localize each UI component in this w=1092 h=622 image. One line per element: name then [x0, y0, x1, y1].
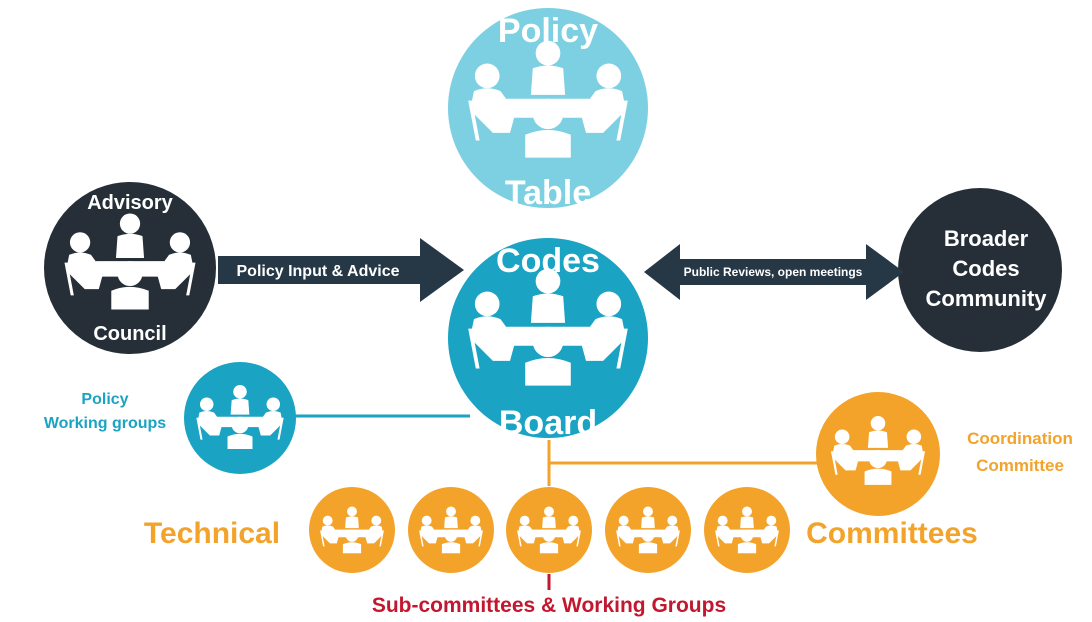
codes-board-top-label: Codes [496, 242, 600, 280]
public-reviews-label: Public Reviews, open meetings [684, 265, 863, 279]
advisory-council-node: Advisory Council [44, 182, 216, 354]
policy-table-bottom-label: Table [505, 174, 591, 212]
technical-committee-circle [506, 487, 592, 573]
broader-community-line1: Broader [944, 226, 1029, 251]
policy-table-top-label: Policy [498, 12, 598, 50]
broader-community-line2: Codes [952, 256, 1019, 281]
technical-committee-circle [704, 487, 790, 573]
technical-committees-row [309, 487, 790, 573]
policy-working-groups-line2: Working groups [44, 415, 166, 432]
advisory-council-top-label: Advisory [87, 192, 173, 214]
technical-committee-circle [309, 487, 395, 573]
coordination-committee-node: Coordination Committee [816, 392, 1073, 516]
policy-working-groups-line1: Policy [81, 391, 128, 408]
public-reviews-arrow: Public Reviews, open meetings [644, 244, 904, 300]
technical-committee-circle [408, 487, 494, 573]
technical-committee-circle [605, 487, 691, 573]
policy-working-groups-node: Policy Working groups [44, 362, 296, 474]
coordination-committee-line1: Coordination [967, 429, 1073, 448]
technical-label: Technical [144, 517, 280, 550]
policy-table-node: Policy Table [448, 8, 648, 212]
codes-board-bottom-label: Board [499, 404, 597, 442]
codes-board-node: Codes Board [448, 238, 648, 442]
policy-input-label: Policy Input & Advice [237, 263, 400, 280]
broader-community-line3: Community [926, 286, 1048, 311]
broader-community-node: Broader Codes Community [898, 188, 1062, 352]
committees-label: Committees [806, 517, 978, 550]
advisory-council-bottom-label: Council [93, 323, 166, 345]
subcommittees-label: Sub-committees & Working Groups [372, 594, 726, 617]
policy-input-arrow: Policy Input & Advice [218, 238, 464, 302]
coordination-committee-line2: Committee [976, 456, 1064, 475]
